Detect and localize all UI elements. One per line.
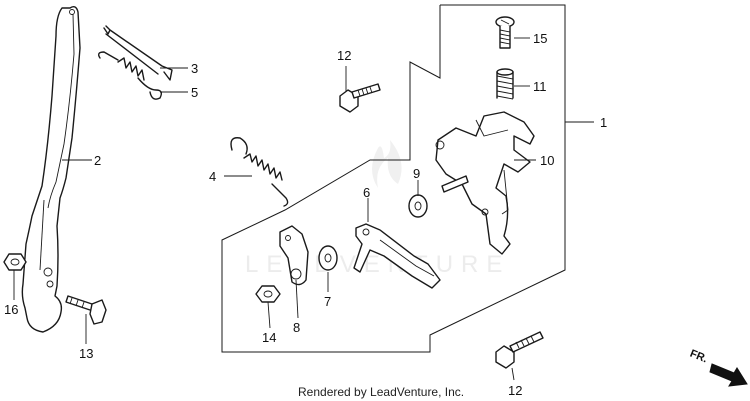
front-label: FR. bbox=[688, 348, 709, 366]
callout-1: 1 bbox=[600, 115, 607, 130]
hex-nut-part bbox=[255, 285, 281, 303]
governor-spring-part bbox=[230, 137, 289, 207]
screw-part bbox=[495, 16, 515, 49]
callout-3: 3 bbox=[191, 61, 198, 76]
link-rod-part bbox=[103, 25, 173, 81]
control-plate-part bbox=[435, 111, 535, 255]
cam-lever-part bbox=[279, 225, 309, 286]
lock-nut-part bbox=[3, 253, 27, 271]
callout-15: 15 bbox=[533, 31, 547, 46]
callout-6: 6 bbox=[363, 185, 370, 200]
throttle-arm-part bbox=[353, 223, 441, 289]
callout-12-bottom: 12 bbox=[508, 383, 522, 398]
callout-4: 4 bbox=[209, 169, 216, 184]
assembly-frame bbox=[221, 4, 566, 353]
footer-credit: Rendered by LeadVenture, Inc. bbox=[298, 385, 464, 399]
front-direction-indicator: FR. bbox=[688, 348, 748, 387]
callout-14: 14 bbox=[262, 330, 276, 345]
compression-spring-part bbox=[496, 68, 514, 100]
flange-bolt-top bbox=[339, 83, 381, 113]
lever-arm-part bbox=[21, 5, 81, 333]
washer-part-9 bbox=[408, 194, 428, 218]
leader-lines bbox=[13, 37, 594, 381]
watermark-text: LEADVENTURE bbox=[245, 251, 510, 278]
callout-labels: 1 2 3 4 5 6 7 8 9 10 11 12 12 13 14 15 1… bbox=[4, 31, 607, 398]
callout-11: 11 bbox=[533, 79, 547, 94]
callout-8: 8 bbox=[293, 320, 300, 335]
callout-9: 9 bbox=[413, 166, 420, 181]
callout-10: 10 bbox=[540, 153, 554, 168]
callout-2: 2 bbox=[94, 153, 101, 168]
callout-12-top: 12 bbox=[337, 48, 351, 63]
carriage-bolt-part bbox=[65, 295, 107, 325]
callout-7: 7 bbox=[324, 294, 331, 309]
callout-13: 13 bbox=[79, 346, 93, 361]
front-arrow-icon bbox=[709, 363, 748, 387]
callout-16: 16 bbox=[4, 302, 18, 317]
callout-5: 5 bbox=[191, 85, 198, 100]
washer-part-7 bbox=[318, 245, 338, 271]
flange-bolt-bottom bbox=[495, 331, 544, 369]
